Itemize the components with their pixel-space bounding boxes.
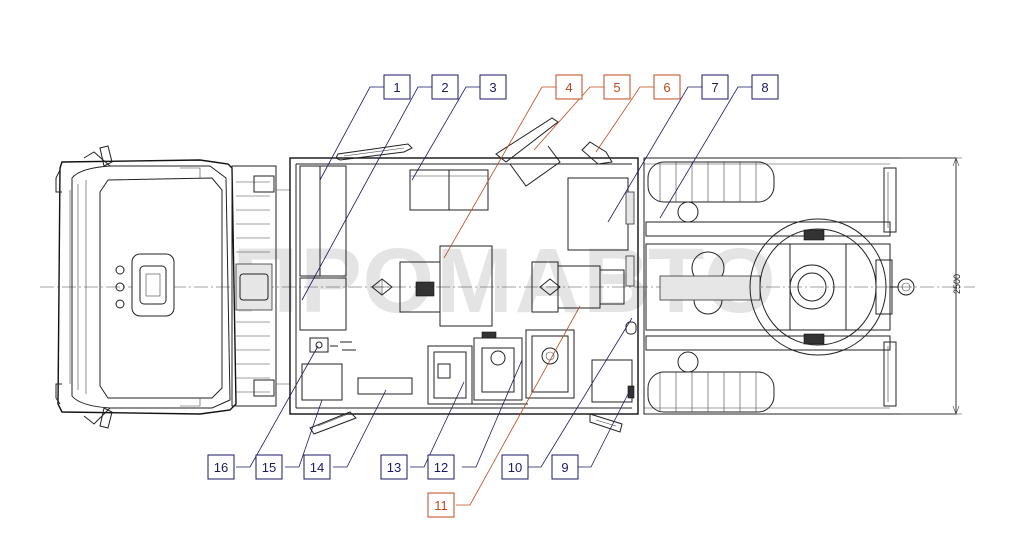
callout-box <box>431 74 459 100</box>
callout-number: 1 <box>393 80 400 95</box>
leader-16 <box>236 345 319 468</box>
callout-4: 4 <box>555 74 583 100</box>
callout-box <box>427 492 455 518</box>
callout-number: 9 <box>561 460 568 475</box>
leader-lines <box>236 86 752 506</box>
callout-9: 9 <box>551 454 579 480</box>
leader-14 <box>333 389 387 468</box>
callout-10: 10 <box>501 454 529 480</box>
leader-1 <box>319 86 384 181</box>
callout-number: 3 <box>489 80 496 95</box>
cargo-body <box>289 117 639 435</box>
callout-box <box>701 74 729 100</box>
leader-2 <box>301 86 432 301</box>
callout-16: 16 <box>207 454 235 480</box>
leader-13 <box>410 381 465 468</box>
callout-box <box>479 74 507 100</box>
callout-13: 13 <box>380 454 408 480</box>
callout-box <box>653 74 681 100</box>
callout-box <box>255 454 283 480</box>
callout-box <box>603 74 631 100</box>
dimension-label: 2500 <box>952 274 962 294</box>
leader-7 <box>607 86 702 223</box>
leader-12 <box>462 359 523 468</box>
callout-number: 12 <box>434 460 448 475</box>
callout-number: 15 <box>262 460 276 475</box>
callout-number: 13 <box>387 460 401 475</box>
leader-10 <box>527 317 633 468</box>
leader-8 <box>659 86 752 219</box>
callout-number: 5 <box>613 80 620 95</box>
callout-number: 2 <box>441 80 448 95</box>
leader-15 <box>285 399 323 468</box>
leader-3 <box>411 86 480 181</box>
leader-11 <box>456 305 581 506</box>
callout-box <box>427 454 455 480</box>
rear-chassis <box>643 157 962 415</box>
callout-box <box>555 74 583 100</box>
cab <box>55 145 291 429</box>
callout-3: 3 <box>479 74 507 100</box>
callout-number: 10 <box>508 460 522 475</box>
callout-number: 11 <box>434 498 448 513</box>
leader-6 <box>595 86 654 153</box>
callout-box <box>303 454 331 480</box>
leader-5 <box>533 86 604 151</box>
callout-1: 1 <box>383 74 411 100</box>
callout-6: 6 <box>653 74 681 100</box>
callout-number: 14 <box>310 460 324 475</box>
leader-4 <box>443 86 556 259</box>
callout-box <box>380 454 408 480</box>
callout-8: 8 <box>751 74 779 100</box>
callout-box <box>551 454 579 480</box>
callout-7: 7 <box>701 74 729 100</box>
callout-number: 8 <box>761 80 768 95</box>
callout-number: 6 <box>663 80 670 95</box>
callout-14: 14 <box>303 454 331 480</box>
callout-5: 5 <box>603 74 631 100</box>
callout-number: 4 <box>565 80 572 95</box>
callout-box <box>383 74 411 100</box>
callout-11: 11 <box>427 492 455 518</box>
callout-2: 2 <box>431 74 459 100</box>
leader-9 <box>577 389 631 468</box>
callout-12: 12 <box>427 454 455 480</box>
callout-15: 15 <box>255 454 283 480</box>
callout-number: 16 <box>214 460 228 475</box>
callout-box <box>751 74 779 100</box>
callout-box <box>207 454 235 480</box>
callout-number: 7 <box>711 80 718 95</box>
callout-box <box>501 454 529 480</box>
